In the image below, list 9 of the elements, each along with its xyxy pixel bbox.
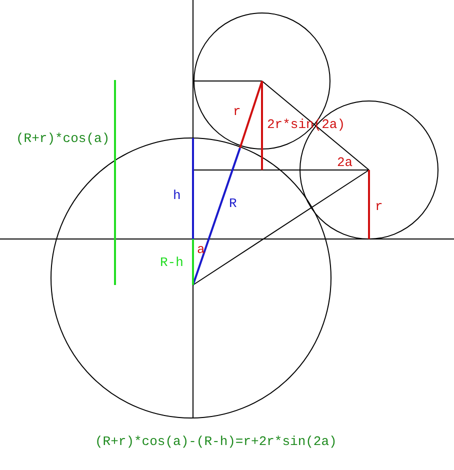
- angle-label: 2a: [337, 155, 353, 170]
- difference-label: R-h: [160, 255, 184, 270]
- equation-label: (R+r)*cos(a)-(R-h)=r+2r*sin(2a): [95, 434, 337, 449]
- height-label: h: [173, 188, 181, 203]
- radius-label: r: [375, 199, 383, 214]
- angle-label: a: [197, 242, 205, 257]
- radius-label: r: [233, 104, 241, 119]
- radius-label: R: [229, 196, 237, 211]
- formula-label: (R+r)*cos(a): [16, 131, 110, 146]
